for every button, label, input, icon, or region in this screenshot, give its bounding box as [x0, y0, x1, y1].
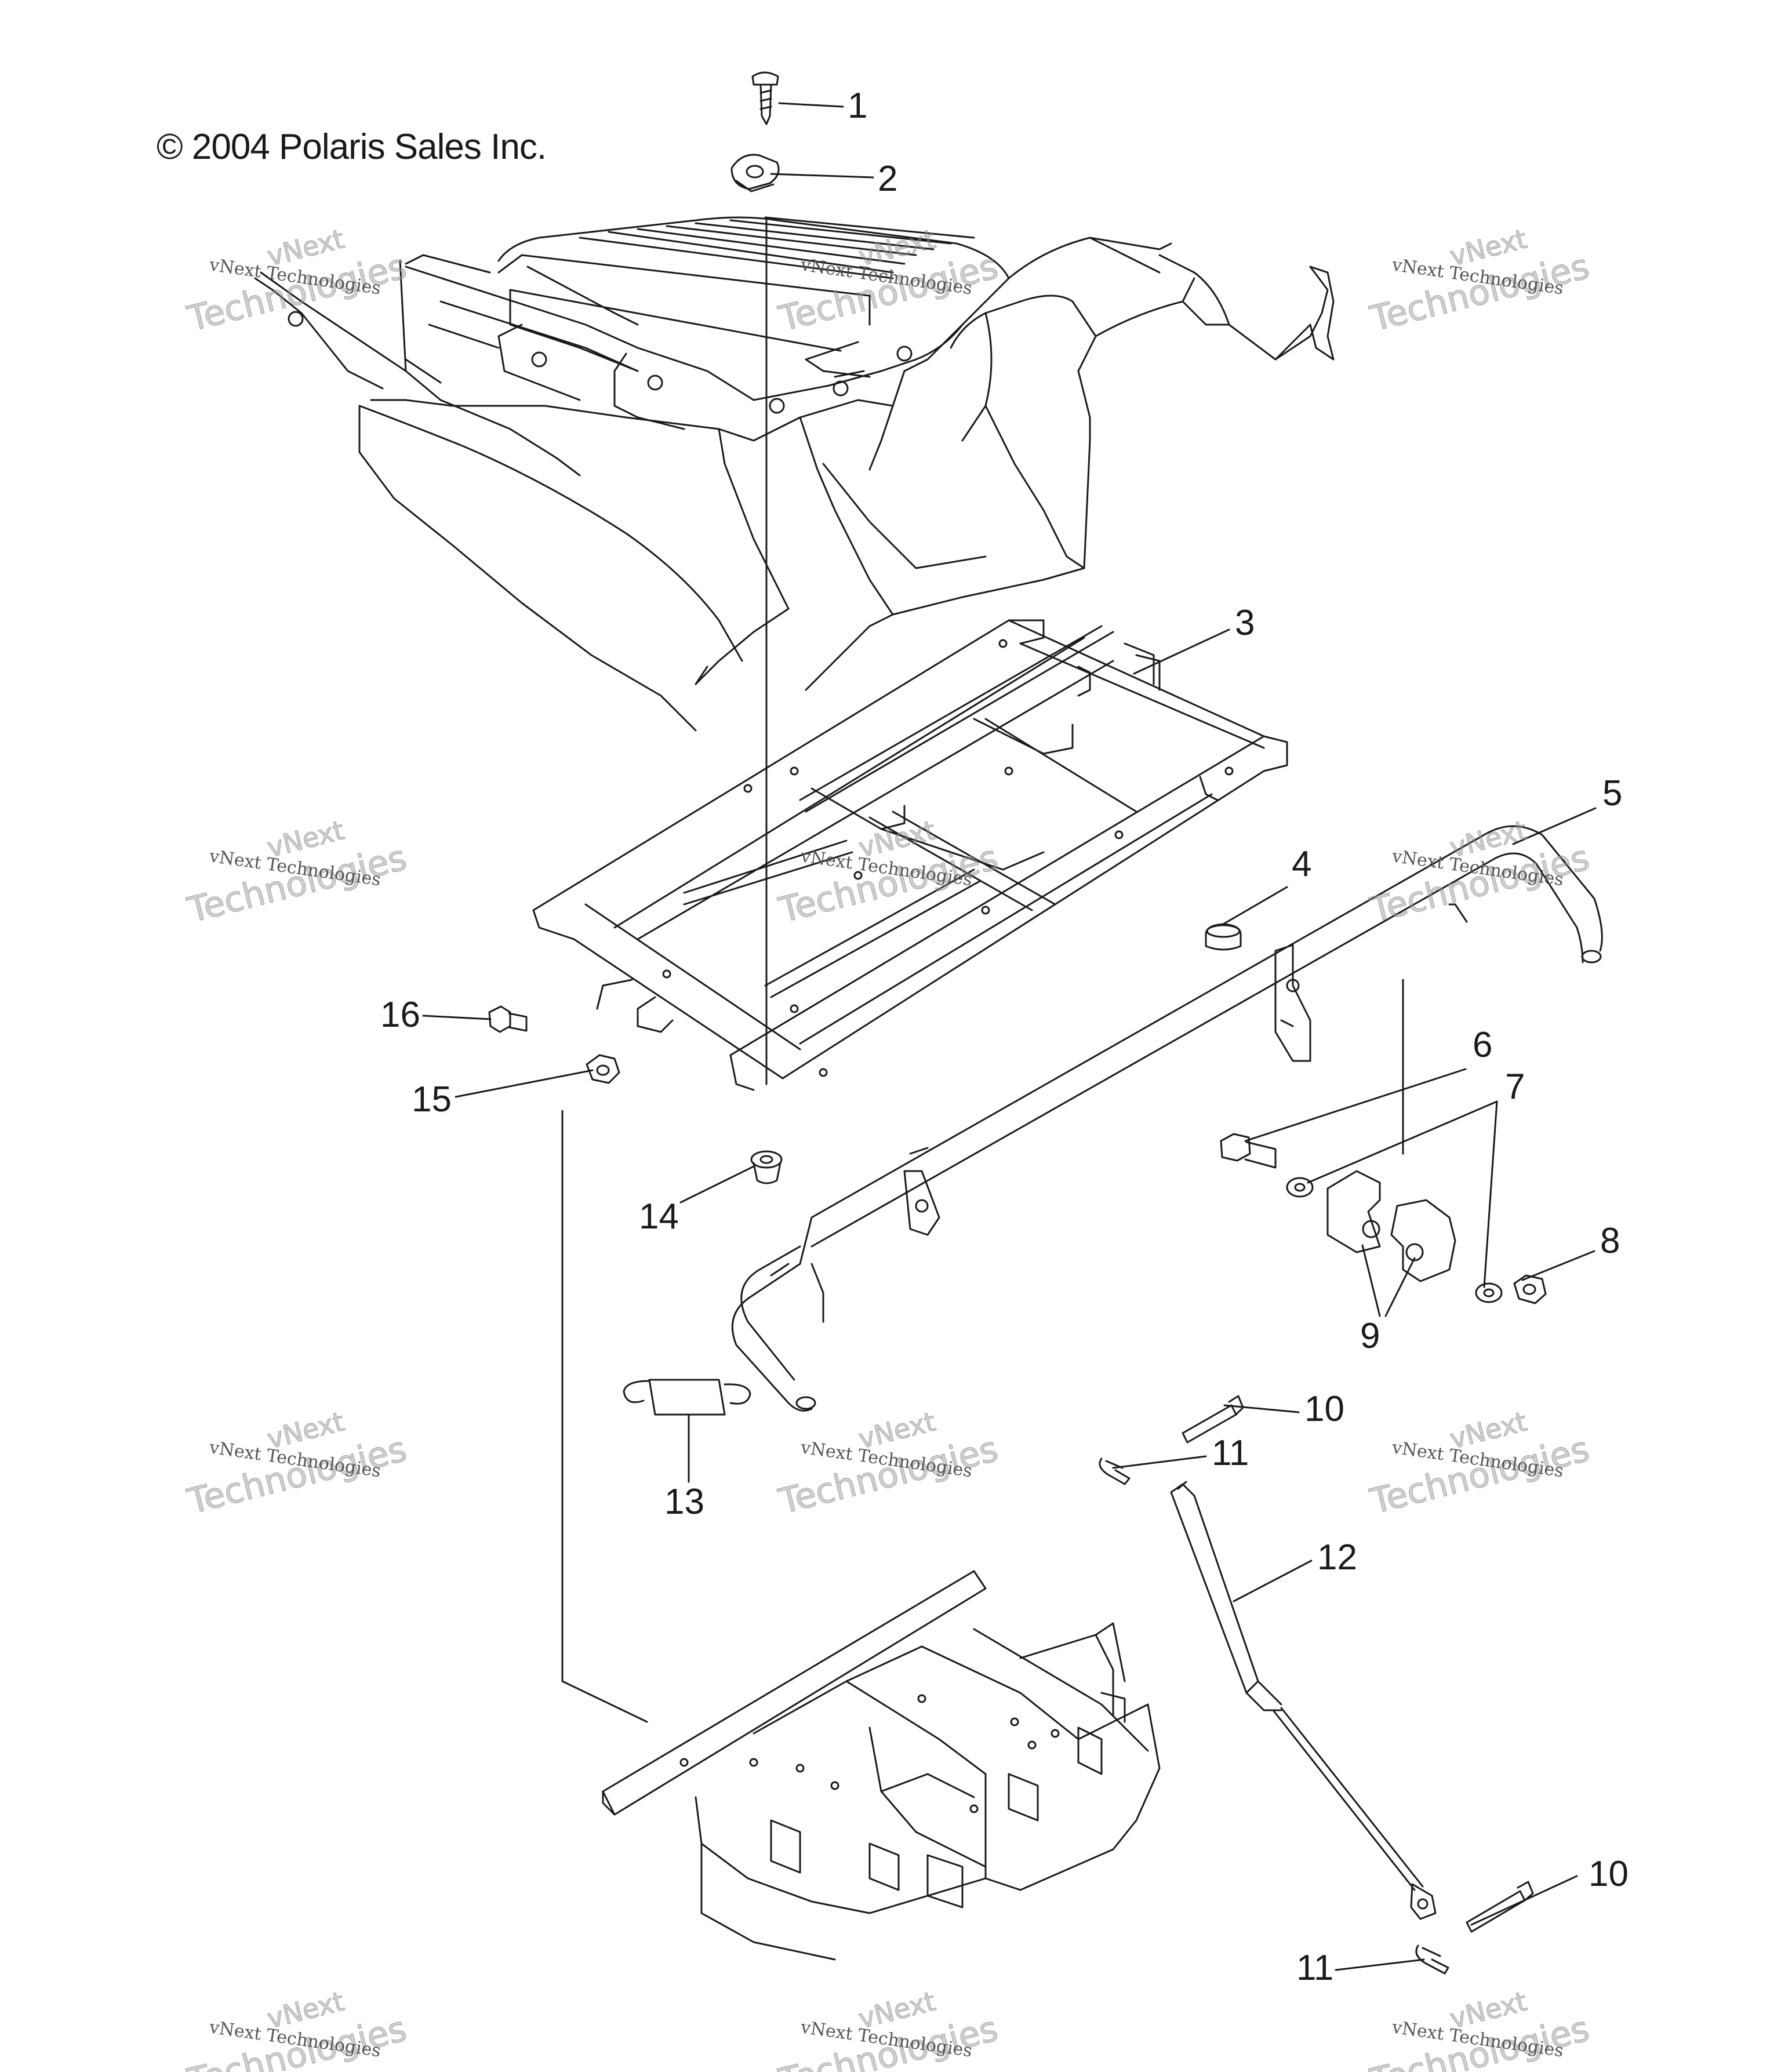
callout-13: 13 — [664, 1482, 704, 1522]
bolt-part — [1220, 1133, 1277, 1169]
callout-6: 6 — [1473, 1025, 1493, 1065]
callout-1: 1 — [848, 86, 868, 126]
flange-nut-part — [586, 1054, 620, 1084]
callout-8: 8 — [1600, 1221, 1620, 1261]
hairpin-clip-part — [1099, 1457, 1449, 1975]
flange-bolt-part — [488, 1005, 528, 1033]
callout-11-upper: 11 — [1212, 1433, 1249, 1473]
rear-fender-body — [254, 216, 1335, 732]
callout-16: 16 — [380, 995, 420, 1035]
callout-11-lower: 11 — [1296, 1948, 1334, 1988]
leader-lines — [422, 102, 1597, 1971]
copyright-text: © 2004 Polaris Sales Inc. — [157, 127, 547, 167]
spring-part — [623, 1379, 751, 1416]
tube-bar-part — [731, 825, 1603, 1412]
screw-part — [751, 71, 779, 125]
callout-9: 9 — [1360, 1316, 1380, 1356]
callout-12: 12 — [1317, 1537, 1357, 1577]
callout-3: 3 — [1235, 603, 1255, 643]
callout-7: 7 — [1505, 1067, 1525, 1107]
callout-10-lower: 10 — [1589, 1854, 1629, 1894]
callout-10-upper: 10 — [1304, 1389, 1344, 1429]
bushing-part — [1326, 1170, 1456, 1282]
lower-frame-part — [602, 1570, 1161, 1961]
callout-2: 2 — [878, 159, 898, 199]
washer-part — [1286, 1177, 1503, 1303]
callout-5: 5 — [1602, 773, 1623, 813]
cap-part — [1205, 923, 1242, 951]
callout-15: 15 — [412, 1079, 452, 1119]
clip-nut-part — [730, 154, 780, 192]
gas-strut-part — [1170, 1481, 1437, 1920]
callout-4: 4 — [1292, 844, 1312, 884]
nut-part — [1513, 1274, 1547, 1304]
grommet-part — [750, 1150, 783, 1184]
rack-frame-part — [532, 619, 1288, 1091]
callout-14: 14 — [639, 1197, 679, 1237]
